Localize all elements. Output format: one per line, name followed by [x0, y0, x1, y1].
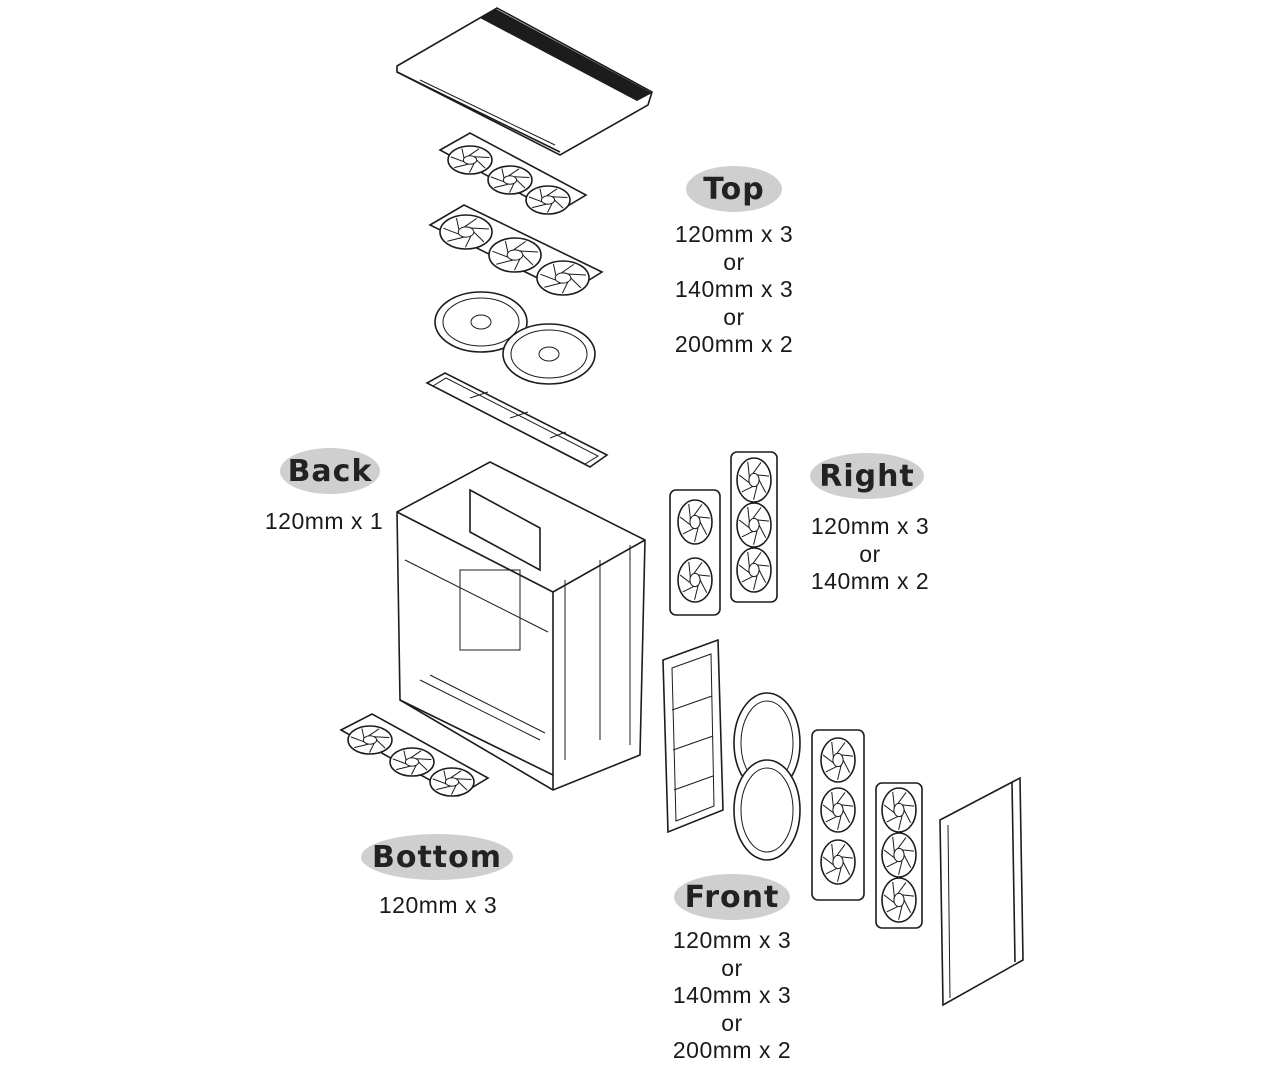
fan-icon [677, 499, 713, 545]
case-chassis [396, 461, 646, 791]
spec-bottom: 120mm x 3 [378, 892, 498, 918]
fan-icon [488, 237, 542, 273]
spec-right: 120mm x 3 or 140mm x 2 [810, 513, 930, 594]
fan-icon [820, 737, 856, 783]
right-fans [669, 451, 778, 616]
top-fans-200 [434, 291, 596, 385]
spec-top: 120mm x 3 or 140mm x 3 or 200mm x 2 [674, 221, 794, 357]
spec-back: 120mm x 1 [264, 508, 384, 534]
fan-icon [820, 839, 856, 885]
badge-top: Top [686, 166, 782, 212]
fan-icon [736, 502, 772, 548]
badge-right: Right [810, 453, 924, 499]
fan-icon [389, 747, 435, 777]
bottom-fans [339, 713, 490, 797]
badge-bottom: Bottom [361, 834, 513, 880]
front-panel [939, 776, 1024, 1007]
fan-icon [447, 145, 493, 175]
fan-icon [677, 557, 713, 603]
fan-icon [881, 787, 917, 833]
badge-back: Back [280, 448, 380, 494]
top-fans-120 [438, 132, 588, 215]
fan-icon [820, 787, 856, 833]
fan-icon [881, 832, 917, 878]
fan-icon [536, 260, 590, 296]
top-fans-140 [428, 204, 604, 296]
fan-icon [736, 457, 772, 503]
fan-icon [439, 214, 493, 250]
fan-icon [736, 547, 772, 593]
fan-icon [881, 877, 917, 923]
front-bracket [662, 638, 724, 834]
fan-icon [525, 185, 571, 215]
fan-icon [487, 165, 533, 195]
badge-front: Front [674, 874, 790, 920]
fan-icon [429, 767, 475, 797]
spec-front: 120mm x 3 or 140mm x 3 or 200mm x 2 [672, 927, 792, 1063]
front-fans [733, 692, 923, 929]
top-bracket [425, 372, 609, 468]
fan-icon [347, 725, 393, 755]
top-panel [396, 7, 653, 156]
